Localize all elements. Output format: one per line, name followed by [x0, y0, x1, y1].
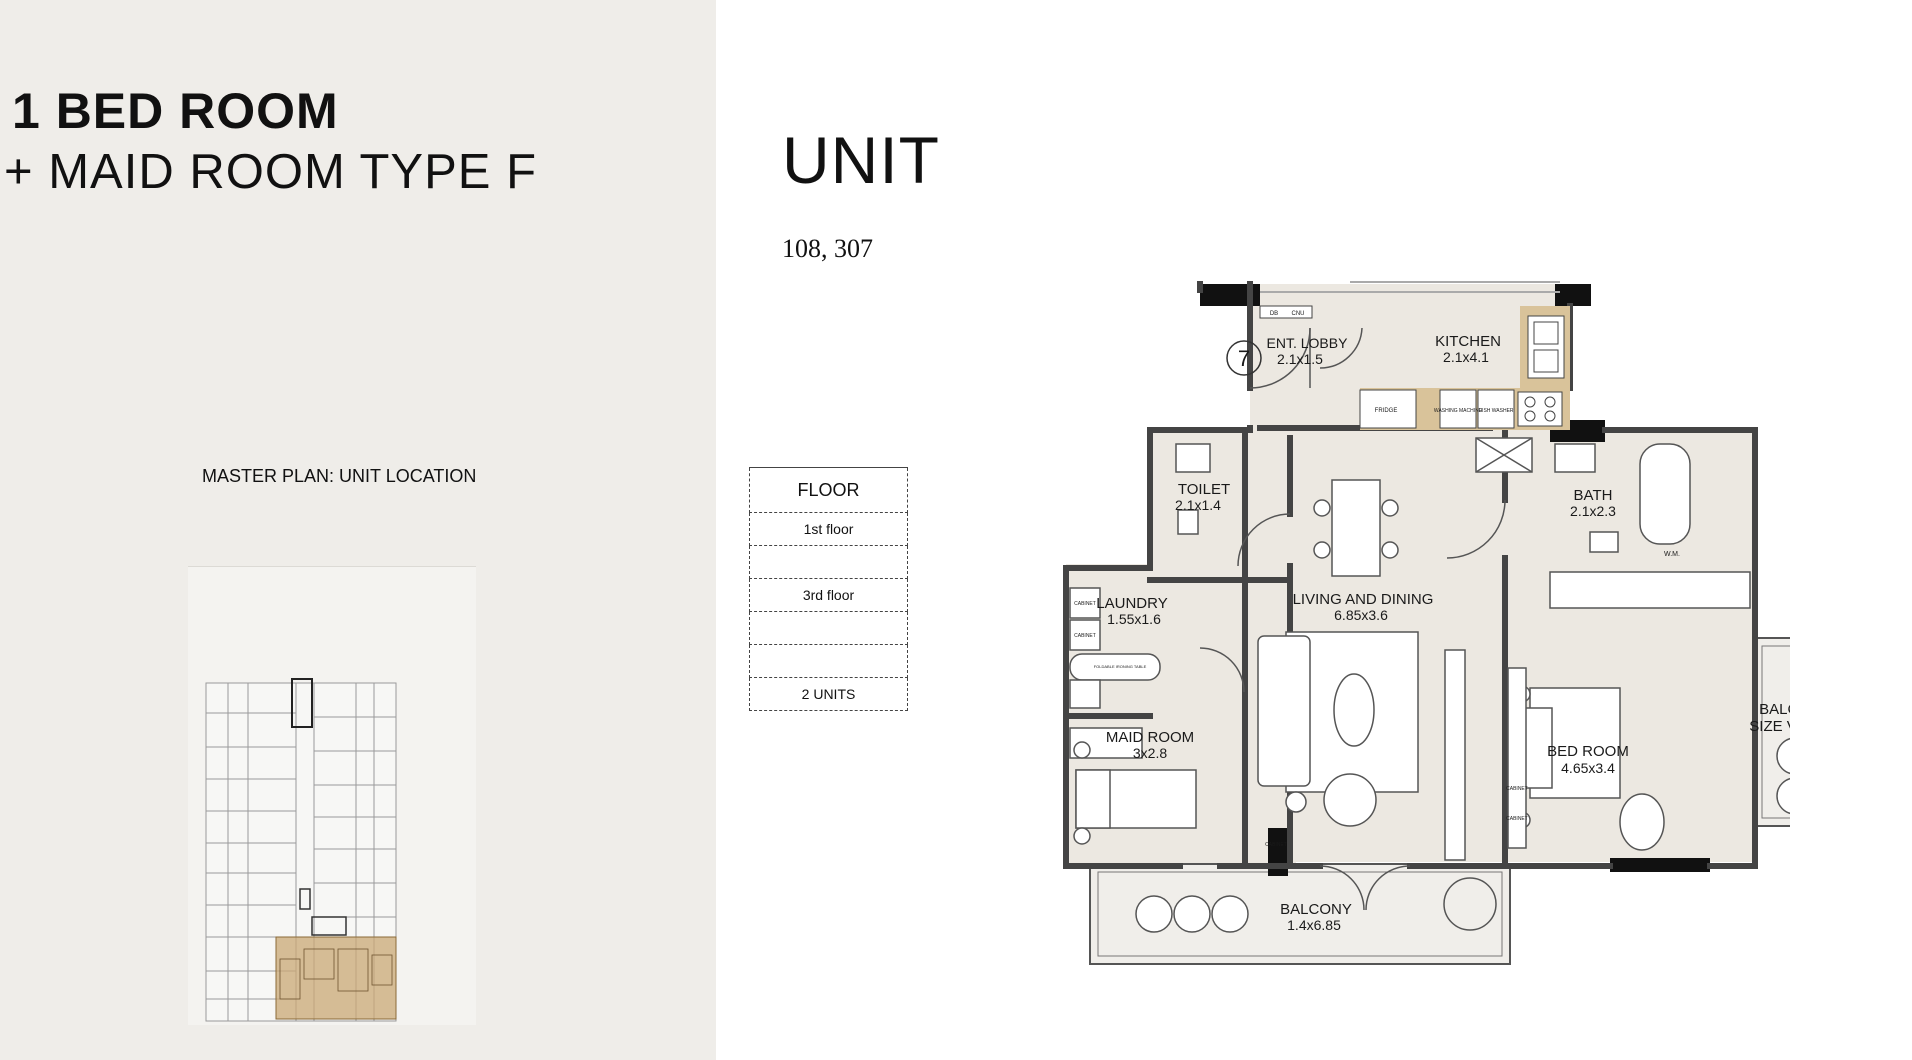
master-plan-map [188, 566, 476, 1025]
fridge-label: FRIDGE [1375, 408, 1398, 414]
toilet-size: 2.1x1.4 [1175, 497, 1221, 513]
balcony-size: 1.4x6.85 [1287, 917, 1341, 933]
dining-table [1313, 479, 1399, 577]
ent-lobby-size: 2.1x1.5 [1277, 351, 1323, 367]
laundry-cabinet-label-1: CABINET [1074, 601, 1096, 607]
ironing-table-label: FOLDABLE IRONING TABLE [1094, 664, 1147, 669]
dish-washer-label: DISH WASHER [1478, 408, 1513, 414]
laundry-furniture [1069, 587, 1161, 709]
bed-room-cabinet-label-2: CABINET [1506, 816, 1528, 822]
floor-plan: FRIDGE WASHING MACHINE DISH WASHER DB CN… [1063, 281, 1790, 965]
living-cabinet-label: CABINET [1265, 842, 1287, 848]
doors [1199, 327, 1506, 911]
living-furniture [1257, 631, 1466, 861]
floor-table-row [749, 545, 908, 579]
living-size: 6.85x3.6 [1334, 607, 1388, 623]
kitchen-name: KITCHEN [1435, 333, 1501, 350]
bath-size: 2.1x2.3 [1570, 503, 1616, 519]
maid-room-furniture [1069, 727, 1197, 845]
washing-machine-label: WASHING MACHINE [1434, 408, 1483, 414]
floor-table-row [749, 611, 908, 645]
laundry-cabinet-label-2: CABINET [1074, 633, 1096, 639]
living-name: LIVING AND DINING [1293, 591, 1434, 608]
unit-numbers: 108, 307 [782, 234, 873, 263]
bed-room-furniture [1507, 667, 1665, 851]
toilet-fixtures [1175, 443, 1211, 535]
master-plan-drawing [205, 678, 397, 1022]
laundry-name: LAUNDRY [1096, 595, 1167, 612]
balcony-name: BALCONY [1280, 901, 1352, 918]
bed-room-size: 4.65x3.4 [1561, 760, 1615, 776]
maid-room-name: MAID ROOM [1106, 729, 1194, 746]
title-line-1: 1 BED ROOM [12, 83, 339, 139]
kitchen-size: 2.1x4.1 [1443, 349, 1489, 365]
bath-name: BATH [1574, 487, 1613, 504]
bed-room-cabinet-label-1: CABINET [1506, 786, 1528, 792]
toilet-name: TOILET [1178, 481, 1230, 498]
bath-fixtures [1475, 437, 1751, 609]
laundry-size: 1.55x1.6 [1107, 611, 1161, 627]
side-balcony-name: BALCONY [1759, 701, 1790, 718]
unit-heading: UNIT [782, 123, 940, 197]
floor-table-row: 3rd floor [749, 578, 908, 612]
maid-room-size: 3x2.8 [1133, 745, 1167, 761]
kitchen-counter [1259, 305, 1570, 430]
ent-lobby-name: ENT. LOBBY [1267, 335, 1349, 351]
unit-marker-circle [1226, 340, 1262, 376]
floor-table-row: 1st floor [749, 512, 908, 546]
db-label: DB [1270, 311, 1278, 317]
side-balcony-size: SIZE VARIES [1749, 718, 1790, 735]
master-plan-label: MASTER PLAN: UNIT LOCATION [202, 466, 477, 486]
left-panel: 1 BED ROOM + MAID ROOM TYPE F MASTER PLA… [0, 0, 716, 1060]
floor-table-row: 2 UNITS [749, 677, 908, 711]
unit-marker: 7 [1238, 346, 1250, 371]
title-line-2: + MAID ROOM TYPE F [4, 145, 538, 199]
floor-table: FLOOR 1st floor 3rd floor 2 UNITS [749, 467, 908, 711]
balcony-furniture [1135, 737, 1790, 933]
floor-table-header: FLOOR [749, 467, 908, 513]
unit-location-highlight [275, 936, 397, 1020]
wm-label: W.M. [1664, 551, 1680, 558]
cnu-label: CNU [1292, 311, 1305, 317]
bed-room-name: BED ROOM [1547, 743, 1629, 760]
floor-table-row [749, 644, 908, 678]
